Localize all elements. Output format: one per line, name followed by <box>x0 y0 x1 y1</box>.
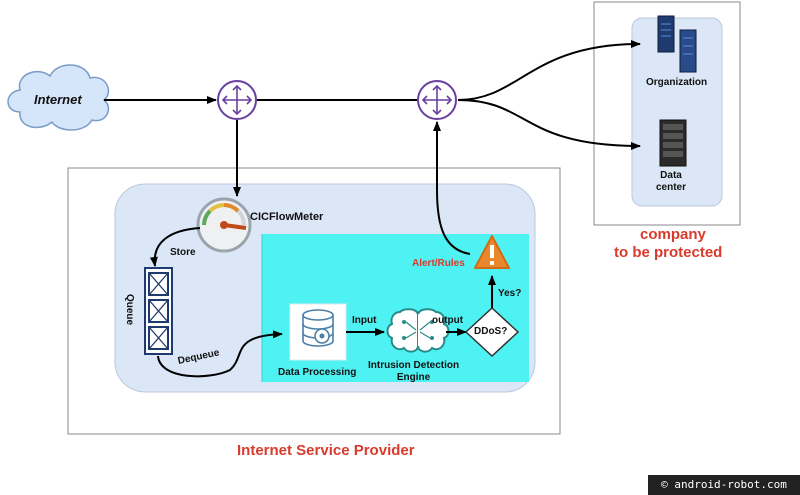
router-icon <box>217 80 257 120</box>
link-alert-router2 <box>433 121 471 255</box>
datacenter-label: Data center <box>656 170 687 193</box>
isp-title: Internet Service Provider <box>237 442 415 459</box>
ddos-decision <box>464 306 520 358</box>
router-icon <box>417 80 457 120</box>
organization-label: Organization <box>646 77 708 88</box>
yes-label: Yes? <box>498 288 522 299</box>
engine-label: Intrusion Detection Engine <box>368 360 460 383</box>
flowmeter-gauge-icon <box>196 197 252 253</box>
data-processing-label: Data Processing <box>278 367 357 378</box>
warning-icon <box>474 235 510 269</box>
link-router2-datacenter <box>457 99 641 150</box>
internet-label: Internet <box>34 92 82 107</box>
store-label: Store <box>170 247 196 258</box>
queue-label: Queue <box>124 293 136 326</box>
flowmeter-label: CICFlowMeter <box>250 211 324 223</box>
brain-icon <box>386 308 450 353</box>
queue-icon <box>144 267 173 355</box>
input-label: Input <box>352 315 377 326</box>
link-flowmeter-queue <box>149 227 201 267</box>
output-label: output <box>432 315 464 326</box>
ddos-label: DDoS? <box>474 326 508 337</box>
company-panel <box>631 17 723 207</box>
data-processing-icon <box>289 303 347 361</box>
datacenter-rack-icon <box>659 119 687 167</box>
company-subtitle: to be protected <box>614 244 723 261</box>
link-router2-organization <box>457 40 641 101</box>
link-queue-processing <box>157 330 283 378</box>
watermark: © android-robot.com <box>648 475 800 495</box>
alert-label: Alert/Rules <box>412 258 465 269</box>
internet-cloud-icon <box>7 64 110 131</box>
organization-server-icon <box>657 15 697 73</box>
company-title: company <box>640 226 706 243</box>
